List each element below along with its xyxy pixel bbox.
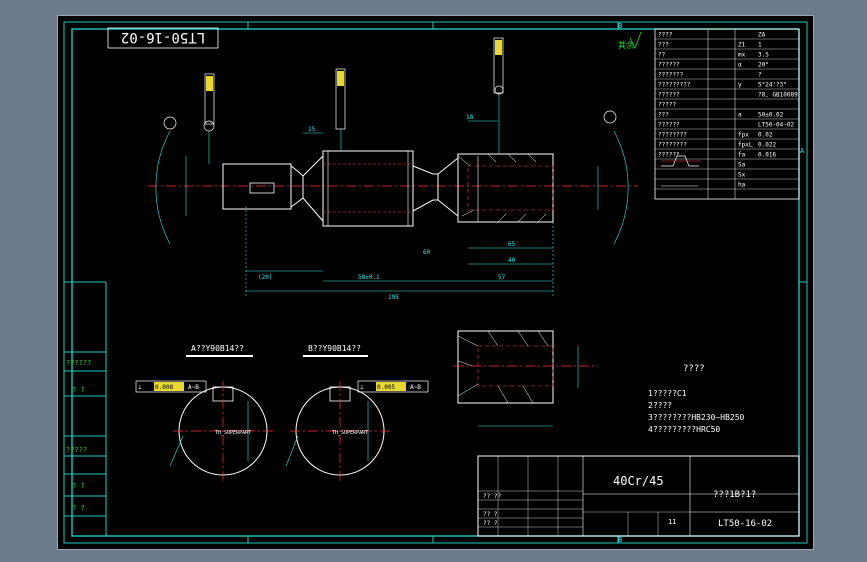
dim-20: (20) — [258, 274, 272, 281]
gear-table-name: ????? — [658, 102, 676, 109]
gear-table-val: 0.02 — [758, 132, 773, 139]
notes-title: ???? — [683, 364, 705, 374]
roughness-symbol — [629, 31, 642, 49]
gear-table-sym: γ — [738, 82, 742, 89]
superpart-label-b: TH_SUPERPART — [332, 430, 368, 436]
drawing-number-mirrored: LT50-16-02 — [121, 29, 205, 45]
gear-table-sym: ha — [738, 182, 746, 189]
gear-table-sym: a — [738, 112, 742, 119]
dim-18: 18 — [466, 114, 474, 121]
dim-overall: 195 — [388, 294, 399, 301]
tol-ref-a: A~B — [188, 384, 199, 391]
gear-table-val: 5°24'?3" — [758, 82, 787, 89]
gear-table-val: ZA — [758, 32, 766, 39]
gear-table-name: ??? — [658, 42, 669, 49]
gear-table-name: ??? — [658, 112, 669, 119]
section-a-title: A??Y90B14?? — [191, 344, 244, 353]
cad-viewport[interactable]: B B A LT50-16-02 ?????? ? ? ????? ? ? ? … — [57, 15, 814, 550]
tol-ref-b: A~B — [410, 384, 421, 391]
gear-table-sym: Sa — [738, 162, 746, 169]
gear-table-sym: fa — [738, 152, 746, 159]
gear-table-val: 50±0.02 — [758, 112, 784, 119]
gear-table-val: 3.5 — [758, 52, 769, 59]
left-col-text: ? ? — [72, 386, 85, 394]
zone-label-b: B — [618, 22, 622, 30]
gear-table-name: ???? — [658, 32, 673, 39]
tol-val-a: 0.008 — [155, 384, 173, 391]
dim-57: 57 — [498, 274, 506, 281]
gear-table-val: 1 — [758, 42, 762, 49]
left-col-text: ? ? — [72, 482, 85, 490]
gear-table-sym: fpx — [738, 132, 749, 139]
gear-table-val: 20° — [758, 62, 769, 69]
part-number: LT50-16-02 — [718, 519, 772, 529]
note-line: 1?????C1 — [648, 389, 687, 398]
gear-table-name: ?????? — [658, 122, 680, 129]
outer-border — [63, 21, 808, 544]
note-line: 4?????????HRC50 — [648, 425, 720, 434]
gear-table-val: LT50-04-02 — [758, 122, 795, 129]
left-col-text: ? ? — [72, 504, 85, 512]
gear-table-val: 0.022 — [758, 142, 776, 149]
drawing-number-box — [107, 27, 219, 49]
cad-drawing: B B A LT50-16-02 ?????? ? ? ????? ? ? ? … — [63, 21, 808, 544]
gear-table-name: ???????? — [658, 142, 687, 149]
material-label: 40Cr/45 — [613, 474, 664, 488]
shaft-main-view: 195 58±0.1 57 40 65 18 15 (20) 60 — [148, 37, 638, 301]
roughness-rest-label: 其余 — [618, 40, 634, 50]
gear-table-val: ? — [758, 72, 762, 79]
sheet-number: 11 — [668, 518, 676, 526]
detail-view — [453, 330, 598, 427]
gear-table-sym: mx — [738, 52, 746, 59]
gear-table-name: ??????? — [658, 72, 684, 79]
gear-parameter-table: ???? ZA??? Z1 1?? mx 3.5?????? α 20°???????????… — [654, 28, 800, 200]
gear-table-sym: Z1 — [738, 42, 746, 49]
gear-table-name: ????????? — [658, 82, 691, 89]
gear-table-sym: α — [738, 62, 742, 69]
section-a-view: A??Y90B14?? ⊥ 0.008 A~B TH_SUPERPART — [135, 344, 273, 481]
dim-60: 60 — [423, 249, 431, 256]
gear-table-name: ?? — [658, 52, 666, 59]
note-line: 3????????HB230~HB250 — [648, 413, 745, 422]
section-b-title: B??Y90B14?? — [308, 344, 361, 353]
title-block: 40Cr/45 ???1B?1? LT50-16-02 ?? ?? ?? ? ?… — [477, 455, 800, 537]
gear-table-name: ?????? — [658, 92, 680, 99]
gear-table-name: ?????? — [658, 62, 680, 69]
technical-notes: ???? 1?????C1 2???? 3????????HB230~HB250… — [648, 364, 745, 434]
zone-label-a: A — [800, 147, 805, 155]
tol-val-b: 0.005 — [377, 384, 395, 391]
dim-58: 58±0.1 — [358, 274, 380, 281]
gear-table-val: ?8, GB10089 — [758, 92, 798, 99]
left-info-column: ?????? ? ? ????? ? ? ? ? — [64, 281, 107, 536]
tol-sym-b: ⊥ — [360, 384, 364, 391]
title-row-label: ?? ?? — [483, 493, 501, 500]
gear-table-sym: Sx — [738, 172, 746, 179]
zone-label-b-bottom: B — [618, 536, 622, 544]
left-col-text: ?????? — [66, 359, 91, 367]
gear-table-name: ?????? — [658, 152, 680, 159]
title-row-label: ?? ? — [483, 511, 498, 518]
gear-table-name: ???????? — [658, 132, 687, 139]
dim-40: 40 — [508, 257, 516, 264]
note-line: 2???? — [648, 401, 672, 410]
gear-table-sym: fpxL — [738, 142, 753, 149]
section-b-view: B??Y90B14?? ⊥ 0.005 A~B TH_SUPERPART — [285, 344, 429, 481]
dim-15: 15 — [308, 126, 316, 133]
title-row-label: ?? ? — [483, 520, 498, 527]
part-name: ???1B?1? — [713, 490, 756, 500]
gear-table-val: 0.016 — [758, 152, 776, 159]
dim-65: 65 — [508, 241, 516, 248]
superpart-label-a: TH_SUPERPART — [215, 430, 251, 436]
left-col-text: ????? — [66, 446, 87, 454]
tol-sym-a: ⊥ — [138, 384, 142, 391]
